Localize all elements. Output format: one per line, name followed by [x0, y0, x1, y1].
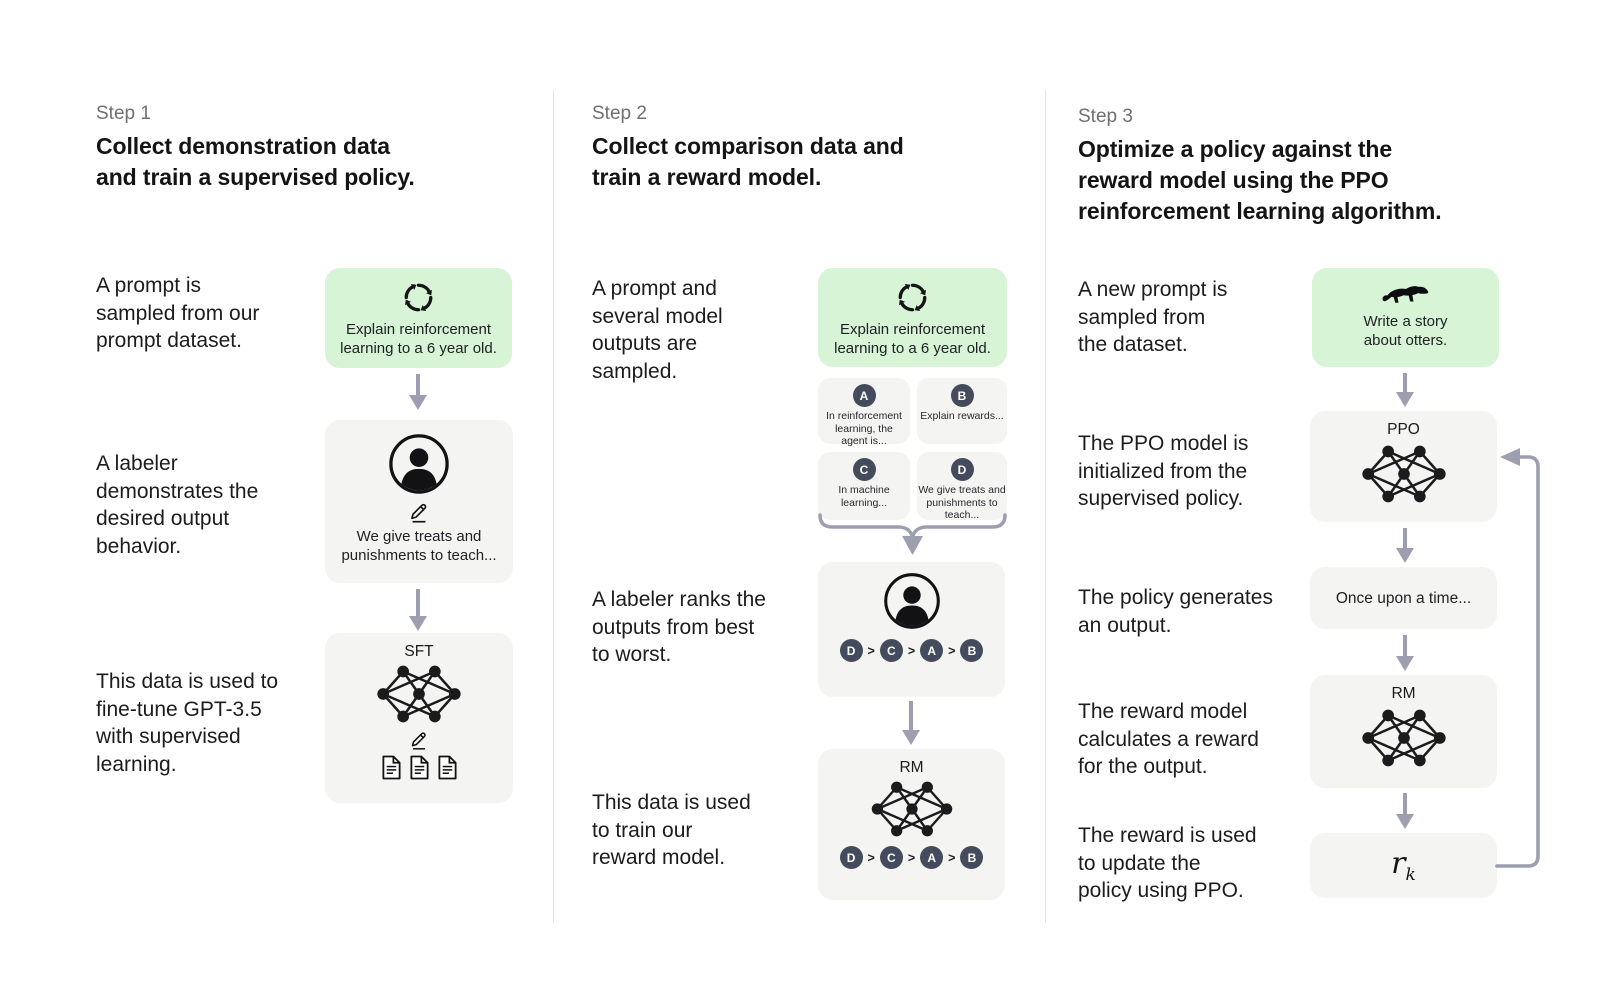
person-icon [388, 433, 450, 495]
step3-caption-ppo-init: The PPO model is initialized from the su… [1078, 432, 1249, 510]
step2-caption-train: This data is used to train our reward mo… [592, 791, 751, 869]
step1-caption-prompt: A prompt is sampled from our prompt data… [96, 274, 260, 352]
ppo-model-box: PPO [1310, 411, 1497, 522]
column-divider-2 [1045, 90, 1046, 923]
output-card-a: A In reinforcement learning, the agent i… [818, 378, 910, 447]
pencil-icon [408, 728, 430, 750]
step1-caption-labeler: A labeler demonstrates the desired outpu… [96, 452, 259, 558]
rank-chip-1: D [839, 846, 863, 869]
labeler-demo-text: We give treats and punishments to teach.… [341, 528, 497, 564]
documents-row [381, 755, 458, 780]
output-badge-b: B [950, 384, 974, 407]
rank-separator: > [867, 850, 875, 865]
output-card-b: B Explain rewards... [917, 378, 1007, 444]
output-badge-a: A [852, 384, 876, 407]
labeler-rank-box: D > C > A > B [818, 562, 1005, 697]
policy-output-box: Once upon a time... [1310, 567, 1497, 629]
reward-model-box-step3: RM [1310, 675, 1497, 788]
rank-separator: > [948, 643, 956, 658]
step2-label: Step 2 [592, 103, 647, 124]
neural-network-icon [867, 780, 957, 838]
document-icon [381, 755, 402, 780]
otter-icon [1381, 281, 1431, 307]
step3-caption-generates: The policy generates an output. [1078, 586, 1273, 637]
output-badge-d: D [950, 458, 974, 481]
prompt-box-step2-text: Explain reinforcement learning to a 6 ye… [834, 321, 991, 357]
rank-separator: > [907, 850, 916, 865]
rank-chip-1: D [839, 639, 863, 662]
rank-chip-2: C [879, 846, 903, 869]
rank-separator: > [867, 643, 875, 658]
step1-caption-finetune: This data is used to fine-tune GPT-3.5 w… [96, 670, 279, 776]
brace-arrow-icon [818, 513, 1007, 555]
column-divider-1 [553, 90, 554, 923]
step2-caption-sampled: A prompt and several model outputs are s… [592, 277, 723, 383]
reward-model-box-step2: RM D > C > A > B [818, 749, 1005, 900]
reward-value-box: rk [1310, 833, 1497, 898]
prompt-box-step1: Explain reinforcement learning to a 6 ye… [325, 268, 512, 368]
output-text-b: Explain rewards... [920, 410, 1004, 422]
rank-separator: > [907, 643, 916, 658]
output-text-a: In reinforcement learning, the agent is.… [826, 410, 902, 447]
prompt-box-step3: Write a story about otters. [1312, 268, 1499, 367]
rank-chip-3: A [920, 639, 944, 662]
step2-caption-ranks: A labeler ranks the outputs from best to… [592, 588, 766, 666]
prompt-box-step2: Explain reinforcement learning to a 6 ye… [818, 268, 1007, 367]
rank-chip-4: B [960, 846, 984, 869]
labeler-demo-box: We give treats and punishments to teach.… [325, 420, 513, 583]
arrow-down-icon [902, 701, 920, 745]
ranking-row: D > C > A > B [839, 639, 984, 662]
output-badge-c: C [852, 458, 876, 481]
sft-model-box: SFT [325, 633, 513, 803]
output-card-c: C In machine learning... [818, 452, 910, 520]
arrow-down-icon [1396, 635, 1414, 671]
reward-value-text: rk [1391, 846, 1416, 885]
sft-label: SFT [404, 643, 434, 660]
rm-label: RM [1391, 685, 1416, 702]
document-icon [437, 755, 458, 780]
step3-caption-reward-update: The reward is used to update the policy … [1078, 824, 1257, 902]
arrow-down-icon [409, 589, 427, 631]
step1-label: Step 1 [96, 103, 151, 124]
step1-title: Collect demonstration data and train a s… [96, 133, 415, 190]
step3-caption-new-prompt: A new prompt is sampled from the dataset… [1078, 278, 1228, 356]
cycle-icon [895, 280, 930, 315]
pencil-icon [407, 499, 431, 523]
policy-output-text: Once upon a time... [1335, 589, 1472, 607]
loop-arrow-icon [1495, 448, 1540, 868]
prompt-box-step1-text: Explain reinforcement learning to a 6 ye… [340, 321, 497, 357]
step2-title: Collect comparison data and train a rewa… [592, 133, 904, 190]
step3-label: Step 3 [1078, 106, 1133, 127]
neural-network-icon [373, 664, 465, 724]
rank-chip-4: B [960, 639, 984, 662]
rm-label: RM [899, 759, 924, 776]
reward-subscript: k [1405, 865, 1416, 885]
prompt-box-step3-text: Write a story about otters. [1363, 313, 1448, 349]
output-text-c: In machine learning... [838, 484, 890, 509]
output-text-d: We give treats and punishments to teach.… [918, 484, 1006, 521]
arrow-down-icon [1396, 373, 1414, 407]
reward-symbol: r [1391, 846, 1406, 881]
person-icon [883, 572, 941, 630]
ranking-row: D > C > A > B [839, 846, 984, 869]
rank-chip-2: C [879, 639, 903, 662]
rank-chip-3: A [920, 846, 944, 869]
output-card-d: D We give treats and punishments to teac… [917, 452, 1007, 521]
step3-title: Optimize a policy against the reward mod… [1078, 136, 1442, 224]
cycle-icon [401, 280, 436, 315]
arrow-down-icon [1396, 528, 1414, 563]
arrow-down-icon [1396, 793, 1414, 829]
step3-caption-reward-calc: The reward model calculates a reward for… [1078, 700, 1259, 778]
neural-network-icon [1358, 444, 1450, 504]
neural-network-icon [1358, 708, 1450, 768]
arrow-down-icon [409, 374, 427, 410]
rank-separator: > [948, 850, 956, 865]
document-icon [409, 755, 430, 780]
ppo-label: PPO [1387, 421, 1420, 438]
